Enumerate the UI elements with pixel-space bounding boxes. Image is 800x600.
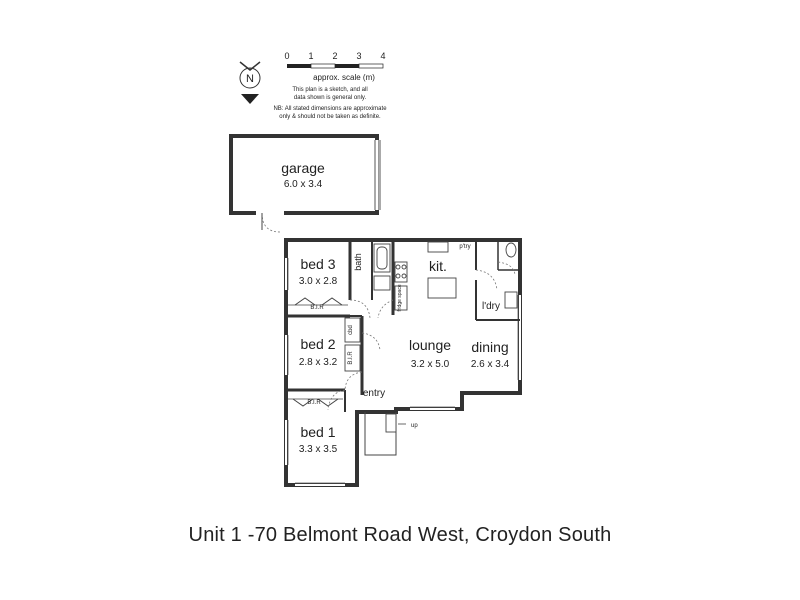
bir-label-bed2: B.I.R	[348, 351, 354, 365]
scale-tick-4: 4	[380, 51, 385, 61]
kitchen-sink-icon	[427, 241, 449, 253]
scale-note-1: This plan is a sketch, and all	[292, 87, 367, 93]
bed3-dims: 3.0 x 2.8	[299, 276, 338, 287]
kitchen-island	[427, 277, 457, 299]
entry-step	[364, 412, 406, 456]
scale-note-3: NB: All stated dimensions are approximat…	[273, 106, 387, 112]
bath-label: bath	[353, 253, 363, 271]
bed3-label: bed 3	[300, 256, 335, 272]
lounge-dims: 3.2 x 5.0	[411, 359, 450, 370]
property-address: Unit 1 -70 Belmont Road West, Croydon So…	[188, 524, 612, 546]
garage-room: garage 6.0 x 3.4	[229, 134, 381, 233]
scale-tick-0: 0	[284, 51, 289, 61]
scale-note-4: only & should not be taken as definite.	[279, 114, 381, 120]
north-compass-icon: N	[239, 61, 261, 104]
basin-icon	[373, 275, 391, 291]
door-swings	[327, 261, 516, 411]
cbd-label: cbd	[348, 325, 354, 335]
up-label: up	[411, 423, 418, 429]
laundry-label: l'dry	[482, 301, 500, 312]
bed2-label: bed 2	[300, 336, 335, 352]
lounge-label: lounge	[409, 337, 451, 353]
dining-dims: 2.6 x 3.4	[471, 359, 510, 370]
kitchen-label: kit.	[429, 258, 447, 274]
dining-label: dining	[471, 339, 508, 355]
interior-walls	[286, 240, 520, 412]
bir-label-bed3: B.I.R	[310, 305, 324, 311]
entry-label: entry	[363, 388, 385, 399]
garage-label: garage	[281, 160, 325, 176]
house-outline	[284, 238, 522, 487]
scale-tick-1: 1	[308, 51, 313, 61]
laundry-trough-icon	[504, 291, 518, 309]
fridge-label: fridge space	[397, 284, 403, 311]
compass-letter: N	[246, 73, 254, 85]
fridge-space	[394, 285, 408, 311]
scale-note-2: data shown is general only.	[294, 95, 367, 101]
bed1-label: bed 1	[300, 424, 335, 440]
fixtures	[373, 241, 518, 311]
bed2-dims: 2.8 x 3.2	[299, 357, 338, 368]
toilet-icon	[505, 242, 517, 258]
scale-bar: 0 1 2 3 4 approx. scale (m) This plan is…	[273, 51, 387, 120]
bed1-dims: 3.3 x 3.5	[299, 444, 338, 455]
scale-label: approx. scale (m)	[313, 73, 375, 82]
scale-tick-3: 3	[356, 51, 361, 61]
pantry-label: p'try	[459, 244, 470, 250]
garage-dims: 6.0 x 3.4	[284, 179, 323, 190]
bir-label-bed1: B.I.R	[307, 400, 321, 406]
scale-tick-2: 2	[332, 51, 337, 61]
